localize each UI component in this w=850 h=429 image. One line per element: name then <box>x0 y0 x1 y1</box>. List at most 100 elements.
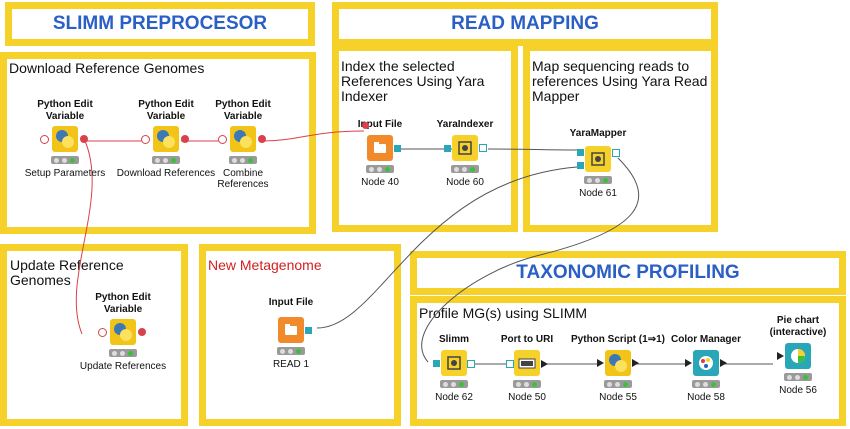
node-input-file-40[interactable]: Input File Node 40 <box>320 119 440 188</box>
variable-in-port[interactable] <box>362 122 369 129</box>
node-update-references[interactable]: Python Edit Variable Update References <box>63 292 183 372</box>
data-in-port[interactable] <box>597 359 604 367</box>
link-yaraindexer-yaramapper <box>487 148 578 151</box>
node-input-file-read1[interactable]: Input File READ 1 <box>231 297 351 370</box>
node-sub: Node 62 <box>435 392 473 403</box>
variable-out-port[interactable] <box>181 135 189 143</box>
python-logo-icon <box>56 130 74 148</box>
node-label: Input File <box>357 119 403 130</box>
gear-icon <box>447 356 461 370</box>
node-pie-chart[interactable]: Pie chart (interactive) Node 56 <box>738 315 850 396</box>
status-lights <box>604 380 632 388</box>
node-download-references[interactable]: Python Edit Variable Download References <box>106 99 226 179</box>
data-in-port-1[interactable] <box>577 149 584 156</box>
header-read-mapping: READ MAPPING <box>332 2 718 46</box>
node-label: Port to URI <box>500 334 554 345</box>
node-sub: READ 1 <box>272 359 310 370</box>
data-out-port[interactable] <box>541 360 548 368</box>
link-combine-inputfile <box>261 130 365 142</box>
variable-in-port[interactable] <box>141 135 150 144</box>
variable-in-port[interactable] <box>218 135 227 144</box>
header-slimm-preprocessor: SLIMM PREPROCESOR <box>5 2 315 46</box>
box-title-map: Map sequencing reads to references Using… <box>532 58 708 104</box>
python-icon <box>40 126 88 152</box>
python-icon <box>98 319 146 345</box>
file-reader-icon <box>278 317 312 343</box>
box-title-update: Update Reference Genomes <box>10 257 124 288</box>
data-out-port[interactable] <box>305 327 312 334</box>
node-yara-mapper[interactable]: YaraMapper Node 61 <box>538 128 658 199</box>
variable-out-port[interactable] <box>258 135 266 143</box>
node-sub: Setup Parameters <box>24 168 106 179</box>
color-manager-icon <box>685 350 727 376</box>
link-setup-update <box>75 140 93 335</box>
status-lights <box>692 380 720 388</box>
header-read-mapping-text: READ MAPPING <box>451 13 599 34</box>
data-out-port[interactable] <box>394 145 401 152</box>
data-in-port-2[interactable] <box>577 162 584 169</box>
gear-icon <box>591 152 605 166</box>
data-in-port[interactable] <box>685 359 692 367</box>
node-sub: Update References <box>79 361 167 372</box>
variable-out-port[interactable] <box>80 135 88 143</box>
status-lights <box>229 156 257 164</box>
node-label: Slimm <box>438 334 469 345</box>
node-python-script[interactable]: Python Script (1⇒1) Node 55 <box>558 334 678 403</box>
variable-out-port[interactable] <box>138 328 146 336</box>
node-label: YaraMapper <box>569 128 627 139</box>
data-out-port[interactable] <box>720 359 727 367</box>
node-setup-parameters[interactable]: Python Edit Variable Setup Parameters <box>5 99 125 179</box>
data-out-port[interactable] <box>612 149 620 157</box>
node-combine-references[interactable]: Python Edit Variable Combine References <box>183 99 303 190</box>
variable-in-port[interactable] <box>40 135 49 144</box>
node-sub: Node 61 <box>579 188 617 199</box>
node-sub: Node 58 <box>687 392 725 403</box>
data-out-port[interactable] <box>467 360 475 368</box>
pie-icon <box>791 349 805 363</box>
gear-icon <box>458 141 472 155</box>
node-sub: Node 60 <box>446 177 484 188</box>
node-port-to-uri[interactable]: Port to URI Node 50 <box>467 334 587 403</box>
status-lights <box>784 373 812 381</box>
status-lights <box>277 347 305 355</box>
header-taxonomic-text: TAXONOMIC PROFILING <box>516 262 740 283</box>
node-color-manager[interactable]: Color Manager Node 58 <box>646 334 766 403</box>
status-lights <box>366 165 394 173</box>
folder-icon <box>374 142 386 153</box>
box-update-reference-genomes <box>0 244 188 426</box>
status-lights <box>451 165 479 173</box>
data-in-port[interactable] <box>444 145 451 152</box>
box-title-index: Index the selected References Using Yara… <box>341 58 485 104</box>
box-title-download: Download Reference Genomes <box>9 60 205 76</box>
status-lights <box>584 176 612 184</box>
box-index-references <box>332 44 518 232</box>
data-out-port[interactable] <box>632 359 639 367</box>
yara-indexer-icon <box>444 135 487 161</box>
python-logo-icon <box>234 130 252 148</box>
node-yara-indexer[interactable]: YaraIndexer Node 60 <box>405 119 525 188</box>
slimm-icon <box>433 350 475 376</box>
data-out-port[interactable] <box>479 144 487 152</box>
data-in-port[interactable] <box>777 352 784 360</box>
variable-in-port[interactable] <box>98 328 107 337</box>
python-logo-icon <box>609 354 627 372</box>
status-lights <box>152 156 180 164</box>
node-label: Python Edit Variable <box>138 99 194 122</box>
yara-mapper-icon <box>577 146 620 172</box>
python-logo-icon <box>157 130 175 148</box>
uri-converter-icon <box>506 350 548 376</box>
node-label: Python Edit Variable <box>215 99 271 122</box>
node-label: YaraIndexer <box>436 119 494 130</box>
data-in-port[interactable] <box>506 360 514 368</box>
status-lights <box>109 349 137 357</box>
box-map-reads <box>523 44 718 232</box>
palette-icon <box>699 356 713 370</box>
link-read1-yaramapper <box>316 166 578 329</box>
node-label: Input File <box>268 297 314 308</box>
python-logo-icon <box>114 323 132 341</box>
pie-chart-icon <box>777 343 811 369</box>
data-in-port[interactable] <box>433 360 440 367</box>
status-lights <box>51 156 79 164</box>
node-slimm[interactable]: Slimm Node 62 <box>394 334 514 403</box>
